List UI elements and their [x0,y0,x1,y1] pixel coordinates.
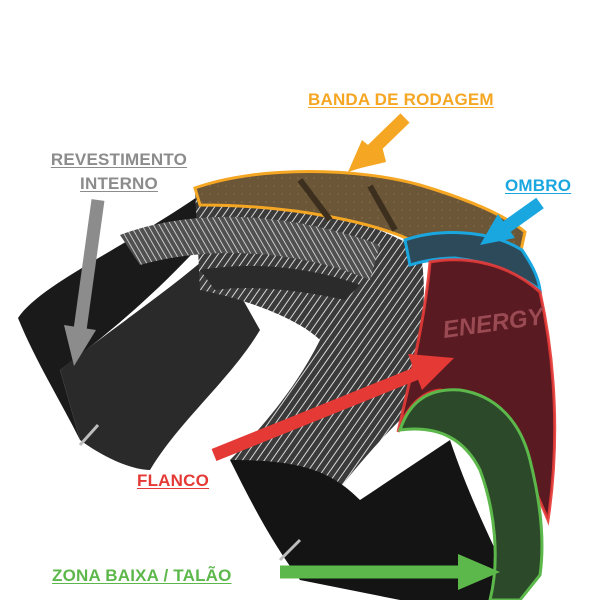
label-sidewall: FLANCO [137,471,210,490]
lower-rubber [230,440,520,600]
bead-wire-left [78,423,100,447]
tread-groove-1 [297,178,333,222]
inner-liner-inner-wall [60,250,260,470]
sidewall-arrow [211,354,454,462]
bead-wire [278,538,302,562]
shoulder-zone [403,231,542,294]
tread-groove-2 [367,184,398,232]
steel-belt-1 [120,216,380,280]
label-inner-liner-line2: INTERNO [80,174,158,193]
bead-arrow [280,554,500,590]
bead-zone [397,388,544,602]
inner-liner-arrow [64,199,105,366]
steel-belt-2 [200,265,360,300]
tread-arrow [348,113,410,172]
label-inner-liner-line1: REVESTIMENTO [50,150,188,169]
shoulder-arrow [480,197,544,245]
label-tread: BANDA DE RODAGEM [308,90,494,109]
label-shoulder: OMBRO [505,176,572,195]
label-bead: ZONA BAIXA / TALÃO [52,566,232,585]
